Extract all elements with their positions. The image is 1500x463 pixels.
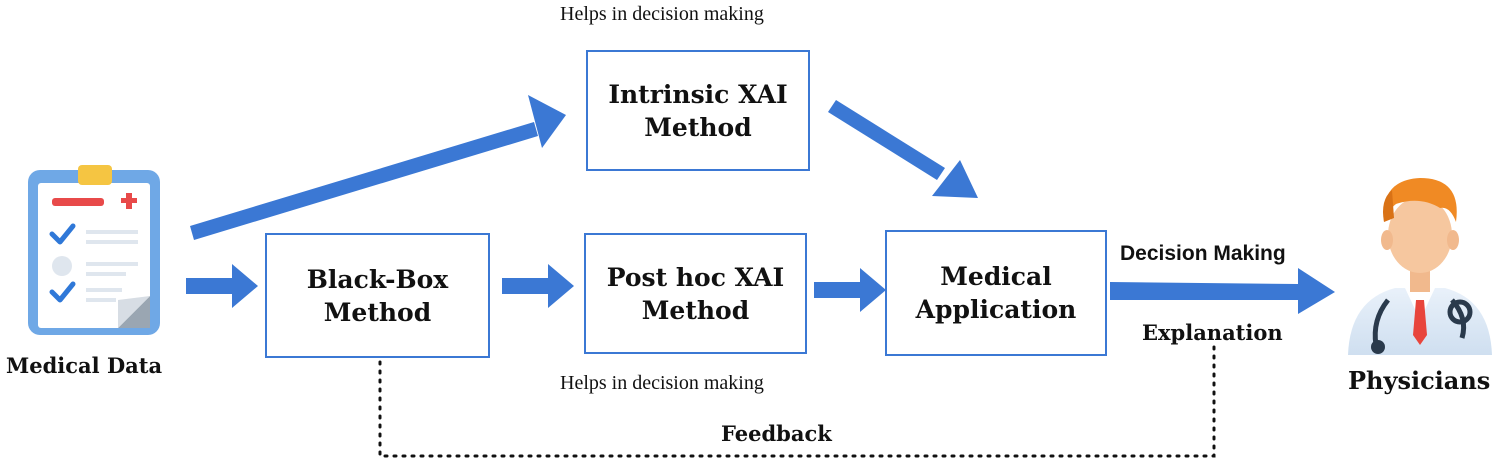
posthoc-box-line-1: Post hoc XAI (606, 262, 785, 292)
arrow-medical-app-to-physicians (1110, 268, 1335, 314)
posthoc-box-line-2: Method (641, 295, 750, 325)
intrinsic-box-line-1: Intrinsic XAI (608, 79, 788, 109)
arrow-intrinsic-to-medical-app (828, 100, 978, 198)
medical-application-box: Medical Application (885, 230, 1107, 356)
medical-data-label: Medical Data (6, 353, 163, 378)
black-box-method-box: Black-Box Method (265, 233, 490, 358)
arrow-data-to-blackbox (186, 264, 258, 308)
medical-app-line-2: Application (915, 295, 1077, 324)
blackbox-box-line-2: Method (323, 297, 432, 327)
physician-icon (1348, 178, 1492, 355)
arrow-posthoc-to-medical-app (814, 268, 886, 312)
physicians-label: Physicians (1348, 366, 1491, 395)
arrow-data-to-intrinsic (190, 95, 566, 240)
helps-decision-bottom-label: Helps in decision making (560, 372, 764, 394)
clipboard-icon (28, 165, 160, 335)
helps-decision-top-label: Helps in decision making (560, 3, 764, 25)
intrinsic-xai-method-box: Intrinsic XAI Method (586, 50, 810, 171)
arrow-blackbox-to-posthoc (502, 264, 574, 308)
explanation-label: Explanation (1142, 320, 1283, 345)
blackbox-box-line-1: Black-Box (306, 264, 449, 294)
post-hoc-xai-method-box: Post hoc XAI Method (584, 233, 807, 354)
feedback-label: Feedback (721, 421, 832, 446)
medical-app-line-1: Medical (940, 262, 1052, 291)
intrinsic-box-line-2: Method (644, 112, 752, 142)
feedback-connector (378, 344, 1216, 458)
decision-making-label: Decision Making (1120, 242, 1286, 265)
